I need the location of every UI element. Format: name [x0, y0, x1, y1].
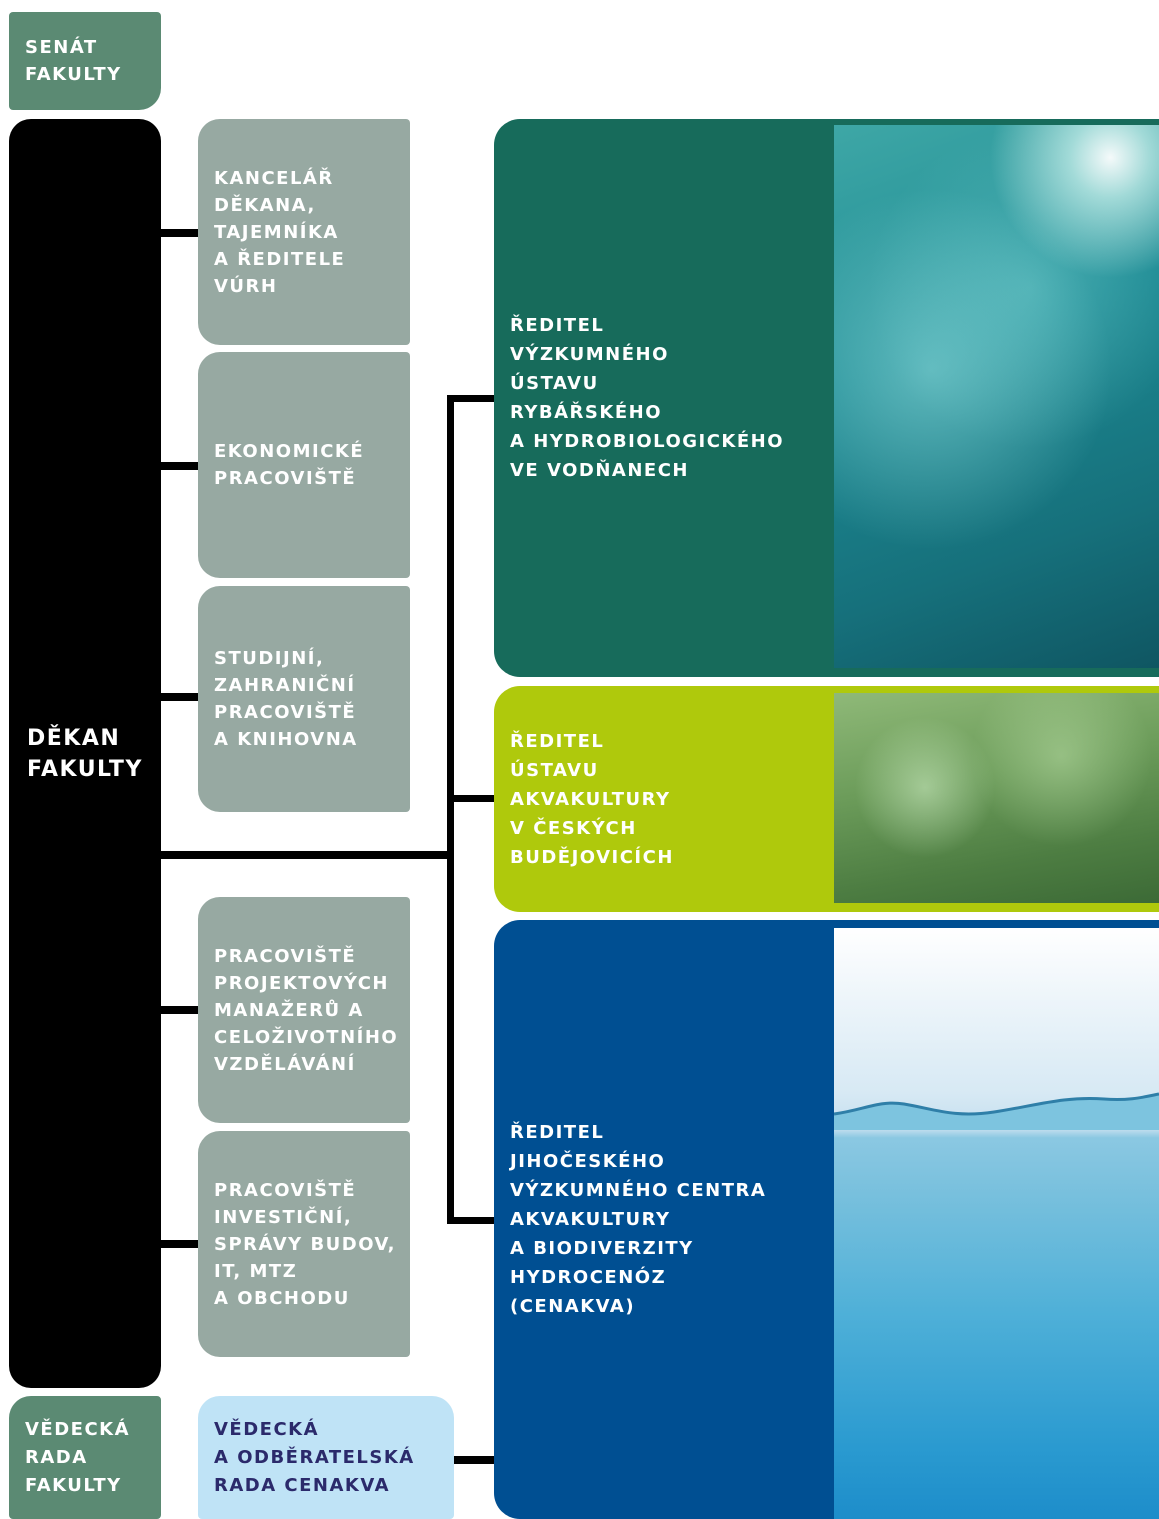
senat-line: SENÁT	[25, 37, 98, 58]
department-line: A OBCHODU	[214, 1287, 350, 1309]
vedecka-rada-line: RADA	[25, 1446, 88, 1468]
department-line: KANCELÁŘ	[214, 167, 334, 189]
connector-line	[161, 1006, 198, 1014]
unit-label: ŘEDITEL JIHOČESKÉHO VÝZKUMNÉHO CENTRA AK…	[494, 920, 834, 1519]
unit-line: A BIODIVERZITY	[510, 1238, 694, 1259]
department-line: MANAŽERŮ A	[214, 999, 364, 1021]
unit-line: ŘEDITEL	[510, 315, 605, 336]
unit-line: VE VODŇANECH	[510, 460, 689, 481]
department-line: PROJEKTOVÝCH	[214, 972, 389, 994]
department-box-projektovi-manazeri: PRACOVIŠTĚ PROJEKTOVÝCH MANAŽERŮ A CELOŽ…	[198, 897, 410, 1123]
connector-line	[447, 395, 454, 1224]
unit-line: ŘEDITEL	[510, 1122, 605, 1143]
unit-line: BUDĚJOVICÍCH	[510, 846, 674, 868]
department-box-ekonomicke: EKONOMICKÉ PRACOVIŠTĚ	[198, 352, 410, 578]
department-line: A ŘEDITELE	[214, 248, 346, 270]
department-line: PRACOVIŠTĚ	[214, 468, 357, 489]
department-line: INVESTIČNÍ,	[214, 1206, 353, 1228]
department-box-studijni: STUDIJNÍ, ZAHRANIČNÍ PRACOVIŠTĚ A KNIHOV…	[198, 586, 410, 812]
department-line: EKONOMICKÉ	[214, 441, 365, 462]
unit-cenakva: ŘEDITEL JIHOČESKÉHO VÝZKUMNÉHO CENTRA AK…	[494, 920, 1159, 1519]
unit-line: JIHOČESKÉHO	[510, 1151, 666, 1172]
unit-line: ŘEDITEL	[510, 730, 605, 752]
unit-label: ŘEDITEL VÝZKUMNÉHO ÚSTAVU RYBÁŘSKÉHO A H…	[494, 119, 834, 677]
department-box-kancelar: KANCELÁŘ DĚKANA, TAJEMNÍKA A ŘEDITELE VÚ…	[198, 119, 410, 345]
unit-line: (CENAKVA)	[510, 1296, 636, 1317]
unit-line: ÚSTAVU	[510, 373, 599, 394]
vedecka-odberatelska-rada-box: VĚDECKÁ A ODBĚRATELSKÁ RADA CENAKVA	[198, 1396, 454, 1519]
connector-line	[161, 693, 198, 701]
unit-ustav-akvakultury: ŘEDITEL ÚSTAVU AKVAKULTURY V ČESKÝCH BUD…	[494, 686, 1159, 912]
connector-line	[161, 851, 454, 859]
council-line: VĚDECKÁ	[214, 1418, 320, 1440]
unit-line: AKVAKULTURY	[510, 1209, 671, 1230]
vedecka-rada-line: FAKULTY	[25, 1474, 122, 1496]
department-line: PRACOVIŠTĚ	[214, 945, 357, 967]
department-line: DĚKANA,	[214, 194, 316, 216]
vedecka-rada-fakulty-box: VĚDECKÁ RADA FAKULTY	[9, 1396, 161, 1519]
department-box-investicni: PRACOVIŠTĚ INVESTIČNÍ, SPRÁVY BUDOV, IT,…	[198, 1131, 410, 1357]
senat-fakulty-box: SENÁT FAKULTY	[9, 12, 161, 110]
department-line: PRACOVIŠTĚ	[214, 702, 357, 723]
green-algae-photo	[834, 693, 1159, 903]
department-line: VZDĚLÁVÁNÍ	[214, 1053, 356, 1075]
department-line: IT, MTZ	[214, 1260, 298, 1282]
dekan-line: FAKULTY	[27, 756, 143, 782]
connector-line	[447, 1217, 494, 1224]
unit-line: ÚSTAVU	[510, 759, 599, 781]
underwater-bubbles-photo	[834, 125, 1159, 668]
water-wave-line	[834, 1092, 1159, 1130]
department-line: PRACOVIŠTĚ	[214, 1179, 357, 1201]
department-line: SPRÁVY BUDOV,	[214, 1233, 397, 1255]
connector-line	[161, 1240, 198, 1248]
unit-line: VÝZKUMNÉHO CENTRA	[510, 1180, 767, 1201]
unit-label: ŘEDITEL ÚSTAVU AKVAKULTURY V ČESKÝCH BUD…	[494, 686, 834, 912]
council-line: RADA CENAKVA	[214, 1474, 391, 1496]
unit-vurh: ŘEDITEL VÝZKUMNÉHO ÚSTAVU RYBÁŘSKÉHO A H…	[494, 119, 1159, 677]
department-line: ZAHRANIČNÍ	[214, 675, 356, 696]
connector-line	[161, 229, 198, 237]
department-line: CELOŽIVOTNÍHO	[214, 1026, 399, 1048]
department-line: VÚRH	[214, 275, 278, 297]
dekan-line: DĚKAN	[27, 725, 121, 751]
council-line: A ODBĚRATELSKÁ	[214, 1446, 415, 1468]
department-line: A KNIHOVNA	[214, 729, 358, 750]
connector-line	[161, 462, 198, 470]
department-line: TAJEMNÍKA	[214, 221, 339, 243]
dekan-fakulty-box: DĚKAN FAKULTY	[9, 119, 161, 1388]
department-line: STUDIJNÍ,	[214, 648, 325, 669]
connector-line	[447, 395, 494, 402]
unit-line: RYBÁŘSKÉHO	[510, 402, 662, 423]
water-surface-photo	[834, 928, 1159, 1519]
unit-line: V ČESKÝCH	[510, 817, 637, 839]
vedecka-rada-line: VĚDECKÁ	[25, 1418, 131, 1440]
unit-line: AKVAKULTURY	[510, 788, 671, 810]
unit-line: A HYDROBIOLOGICKÉHO	[510, 431, 785, 452]
senat-line: FAKULTY	[25, 64, 122, 85]
unit-line: HYDROCENÓZ	[510, 1267, 667, 1288]
unit-line: VÝZKUMNÉHO	[510, 344, 669, 365]
connector-line	[454, 1456, 494, 1464]
connector-line	[447, 795, 494, 802]
